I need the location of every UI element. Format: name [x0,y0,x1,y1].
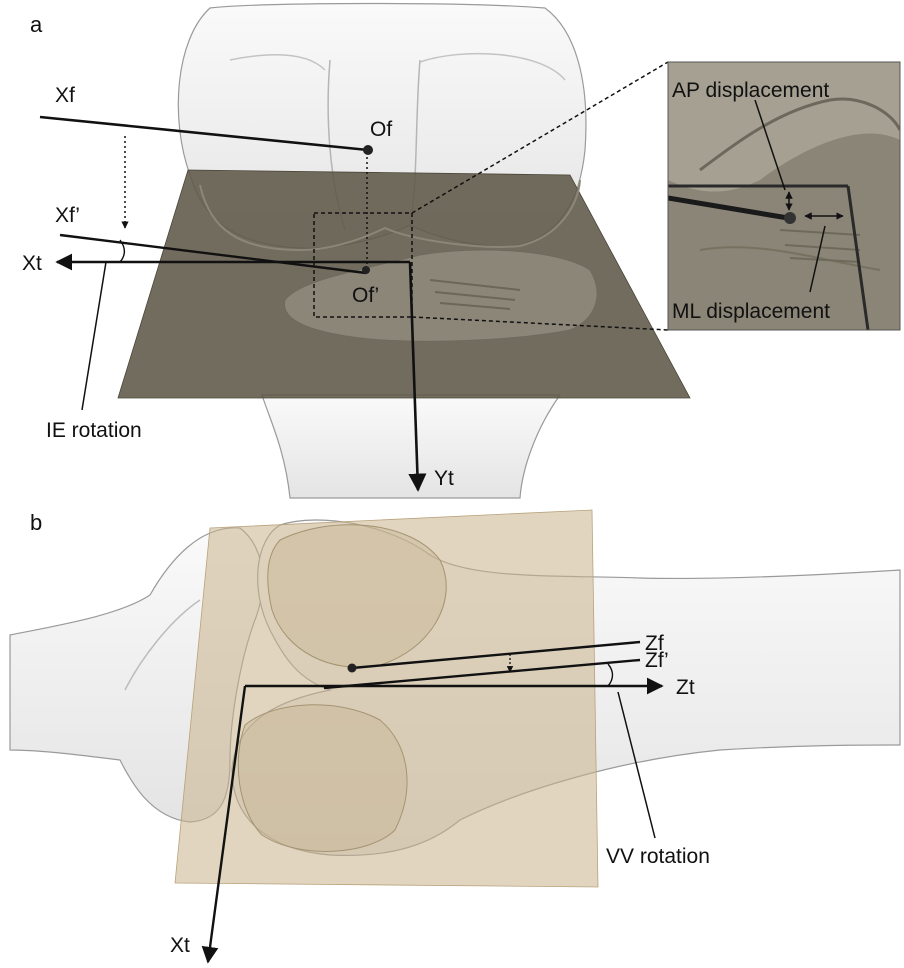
panel-a-label: a [30,12,43,37]
xf-label: Xf [55,84,75,107]
tibia-bone [262,395,560,498]
of-prime-label: Of’ [352,284,379,307]
zoom-inset [668,62,900,330]
ie-rotation-leader [82,262,106,410]
zt-label: Zt [676,676,695,699]
xt-label: Xt [22,252,42,275]
zf-origin [348,664,357,673]
femur-condyle-lower [238,705,407,852]
panel-a: a Xf Of Xf’ Xt Of’ Yt [22,4,900,499]
of-label: Of [370,118,392,141]
xf-prime-label: Xf’ [55,204,80,227]
vv-rotation-label: VV rotation [606,845,710,868]
panel-b: b Zf Zf’ Zt Xt VV rotation [10,510,900,962]
ap-displacement-label: AP displacement [672,79,829,102]
of-prime-origin [362,266,370,274]
yt-label: Yt [434,467,454,490]
of-origin [363,145,373,155]
panel-b-label: b [30,510,42,535]
xt-label-b: Xt [170,934,190,957]
ie-rotation-label: IE rotation [46,419,142,442]
ml-displacement-label: ML displacement [672,300,830,323]
zf-prime-label: Zf’ [645,649,669,672]
